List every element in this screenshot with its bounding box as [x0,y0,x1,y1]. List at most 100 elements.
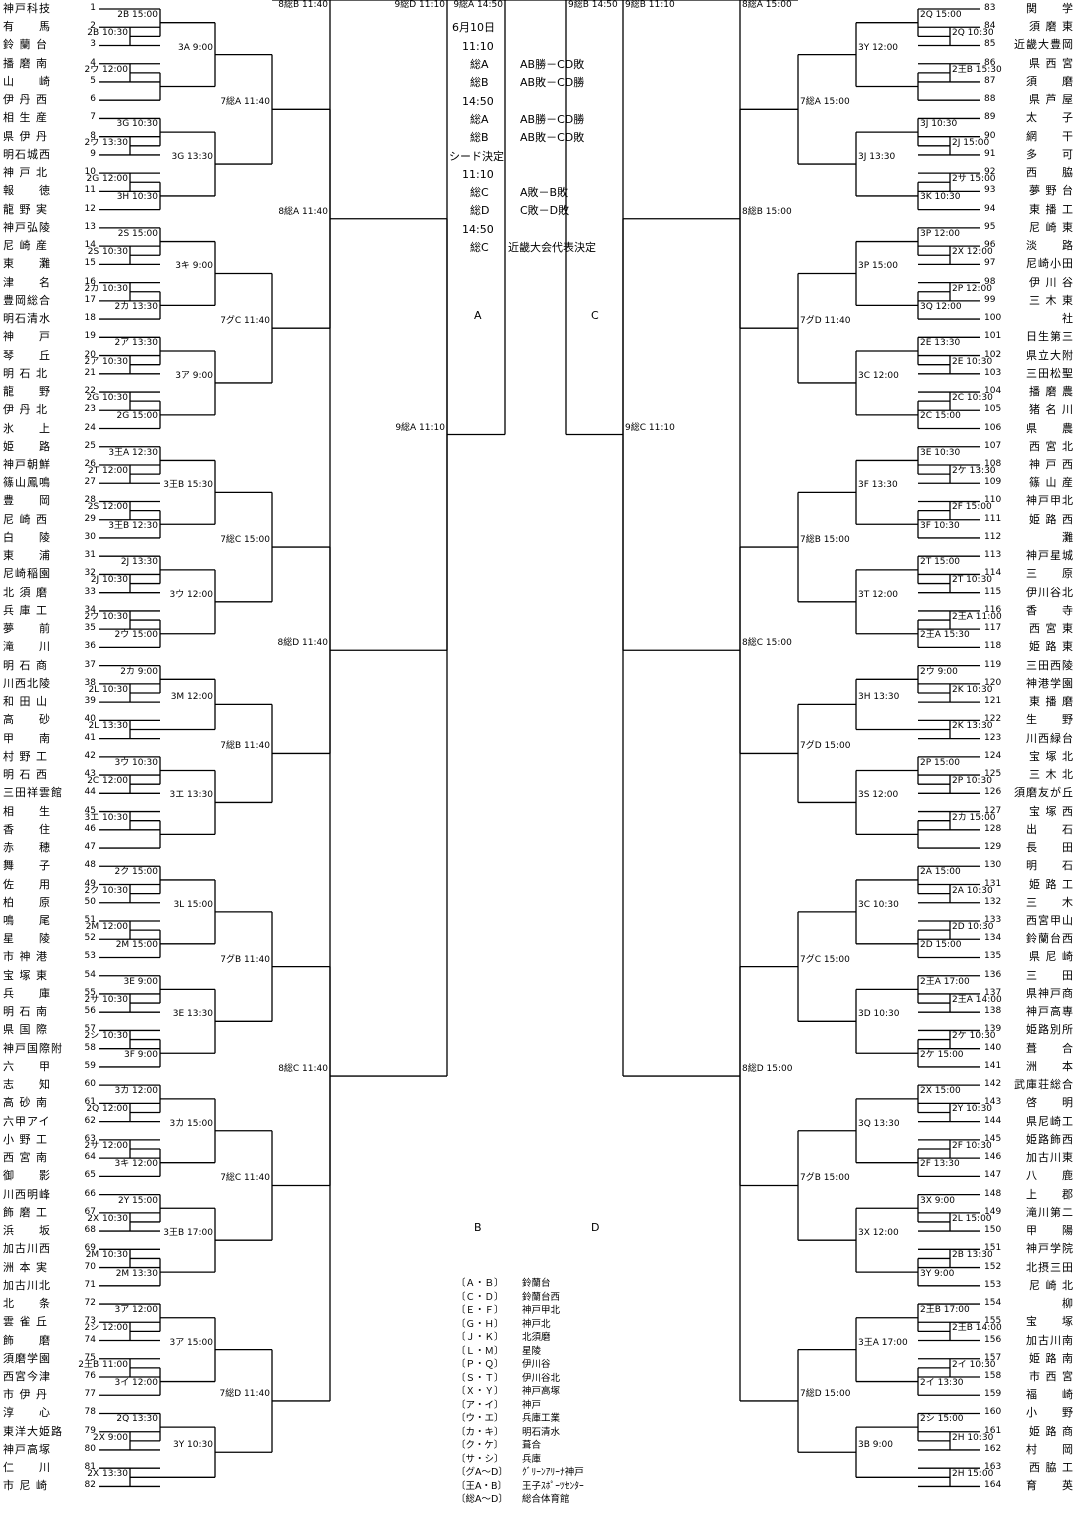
team-name: 加古川南 [1026,1333,1074,1347]
match-label: 2ア 13:30 [114,338,158,349]
team-name: 神 戸 北 [3,166,48,180]
match-label: 9総B 14:50 [568,0,618,10]
schedule-time-4: 14:50 [462,223,494,236]
team-name: 市 尼 崎 [3,1479,48,1493]
legend-code: 〔Ｅ・Ｆ〕 [456,1305,504,1316]
team-number: 6 [90,94,96,105]
team-name: 舞 子 [3,859,51,873]
match-label: 3L 15:00 [173,899,213,910]
team-name: 山 崎 [3,74,51,88]
team-name: 琴 丘 [3,348,51,362]
match-label: 8総D 11:40 [277,638,328,649]
legend-venue: 葺合 [522,1440,542,1451]
match-label: 2Y 10:30 [952,1104,993,1115]
match-label: 2D 10:30 [952,922,994,932]
match-label: 3Q 12:00 [920,301,962,312]
match-label: 7総B 15:00 [800,535,850,546]
team-number: 4 [90,57,96,68]
match-label: 2M 10:30 [85,1250,128,1261]
match-label: 2X 15:00 [920,1086,961,1097]
team-number: 56 [84,1006,96,1017]
team-name: 県 西 宮 [1029,56,1074,70]
team-number: 57 [84,1024,96,1035]
schedule-rule: AB敗－CD敗 [520,131,585,144]
team-name: 西宮今津 [3,1370,51,1383]
team-number: 7 [90,112,96,123]
quadrant-label-c: C [591,309,599,322]
match-label: 2Q 13:30 [116,1414,158,1425]
team-name: 県 農 [1026,421,1074,435]
match-label: 2S 12:00 [87,502,128,513]
team-number: 105 [984,404,1002,415]
match-label: 7総A 15:00 [800,97,850,108]
team-name: 市 伊 丹 [3,1388,48,1402]
team-number: 29 [84,513,96,524]
team-number: 85 [984,39,996,50]
schedule-rule: AB勝－CD敗 [520,58,585,71]
match-label: 3ウ 12:00 [169,589,213,600]
team-number: 54 [84,969,96,980]
match-label: 2サ 15:00 [952,174,996,185]
match-label: 3F 9:00 [124,1049,158,1060]
match-label: 2L 13:30 [88,721,128,732]
match-label: 7総A 11:40 [220,97,270,108]
match-label: 2G 10:30 [86,393,129,404]
team-name: 浜 坂 [3,1224,51,1238]
team-name: 相 生 [3,804,51,818]
match-label: 3Y 10:30 [172,1440,213,1451]
match-label: 2Q 15:00 [920,10,962,20]
team-name: 龍 野 実 [3,202,48,216]
match-label: 3F 13:30 [858,480,898,491]
match-label: 2D 15:00 [920,940,962,951]
match-label: 2イ 10:30 [952,1359,996,1370]
team-number: 102 [984,349,1002,360]
team-number: 153 [984,1279,1002,1290]
legend-code: 〔王A・B〕 [456,1480,508,1492]
team-name: 宝 塚 [1026,1315,1074,1329]
match-label: 3J 10:30 [920,119,958,130]
team-name: 明石清水 [3,312,51,326]
team-number: 48 [84,860,96,871]
team-name: 加古川北 [3,1278,51,1292]
legend-venue: 神戸甲北 [522,1305,561,1316]
match-label: 3ア 15:00 [169,1337,213,1348]
team-number: 37 [84,659,96,670]
match-label: 3Q 13:30 [858,1118,900,1129]
team-number: 94 [984,203,996,214]
team-name: 葺 合 [1026,1041,1074,1055]
schedule-rule: 近畿大会代表決定 [508,241,596,254]
team-name: 小 野 [1026,1406,1074,1420]
match-label: 2王A 14:00 [952,994,1002,1005]
team-number: 18 [84,313,96,324]
team-name: 神戸星城 [1026,549,1074,563]
team-number: 41 [84,732,96,743]
team-number: 132 [984,896,1002,907]
team-name: 姫 路 [3,439,51,453]
match-label: 3K 10:30 [920,192,961,203]
team-number: 21 [84,367,96,378]
match-label: 2シ 12:00 [84,1323,128,1334]
team-name: 宝 塚 北 [1029,749,1074,763]
team-number: 20 [84,349,96,360]
match-label: 2L 10:30 [88,684,128,695]
match-label: 3王A 17:00 [858,1337,908,1348]
legend-venue: 伊川谷 [522,1359,551,1370]
match-label: 2T 15:00 [920,557,961,568]
team-number: 13 [84,221,96,232]
team-number: 163 [984,1462,1002,1473]
match-label: 7総D 11:40 [219,1388,270,1399]
team-name: 柳 [1062,1297,1074,1311]
team-number: 16 [84,276,96,287]
team-name: 香 住 [3,822,51,836]
team-number: 124 [984,750,1002,761]
legend-venue: 王子ｽﾎﾟｰﾂｾﾝﾀｰ [522,1480,584,1492]
team-name: 伊 丹 西 [3,93,48,107]
match-label: 7総C 11:40 [220,1173,270,1184]
match-label: 3カ 15:00 [169,1118,213,1129]
match-label: 3王B 15:30 [163,480,213,491]
team-number: 98 [984,276,996,287]
match-label: 2P 10:30 [952,776,992,787]
legend-venue: 伊川谷北 [522,1372,561,1384]
match-label: 2ケ 13:30 [952,466,996,476]
legend-venue: 総合体育館 [522,1494,570,1505]
